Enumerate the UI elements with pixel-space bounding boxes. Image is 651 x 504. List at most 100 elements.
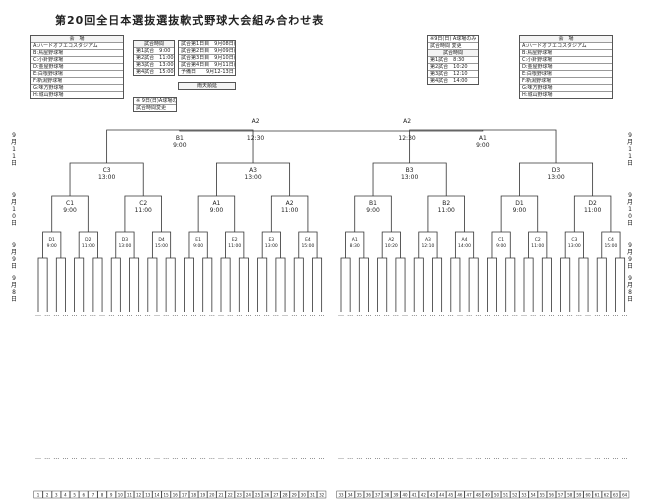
- slot-number-box: [601, 490, 611, 499]
- svg-text:…: …: [136, 311, 142, 318]
- team-name: …: [227, 311, 233, 318]
- prefecture: …: [576, 454, 582, 461]
- team-name: …: [236, 311, 242, 318]
- svg-text:…: …: [384, 454, 390, 461]
- team-name: …: [365, 311, 371, 318]
- time-change-table: ※9日(日) A球場のみ 試合時間 変更 試合時間 第1試合 8:30 第2試合…: [427, 35, 479, 85]
- match-time-item: 第2試合 11:00: [134, 54, 174, 61]
- slot-number: 15: [164, 493, 170, 498]
- team-name: …: [291, 311, 297, 318]
- slot-number-box: [455, 490, 465, 499]
- team-name: …: [117, 311, 123, 318]
- venue-item: A:ハードオフエコスタジアム: [31, 42, 123, 49]
- team-name: …: [375, 311, 381, 318]
- match-code-label: B2: [442, 200, 450, 207]
- slot-number: 2: [46, 493, 49, 498]
- day-label-left: 9月10日: [11, 192, 17, 227]
- slot-number-box: [124, 490, 135, 499]
- slot-number: 14: [154, 493, 160, 498]
- match-code-label: B1: [369, 200, 377, 207]
- match-time-label: 9:00: [63, 207, 77, 214]
- venue-item: H:城山野球場: [520, 91, 612, 98]
- slot-number-box: [189, 490, 199, 499]
- svg-text:…: …: [145, 311, 151, 318]
- slot-number: 62: [604, 493, 610, 498]
- prefecture: …: [613, 454, 619, 461]
- prefecture: …: [127, 454, 133, 461]
- svg-text:8: 8: [628, 289, 632, 296]
- slot-number-box: [134, 490, 144, 499]
- svg-text:…: …: [218, 454, 224, 461]
- slot-number: 57: [558, 493, 564, 498]
- slot-number-box: [97, 490, 107, 499]
- schedule-item: 試合第2日目 9月09日(日): [179, 47, 235, 54]
- slot-number: 50: [494, 493, 500, 498]
- team-name: …: [282, 311, 288, 318]
- svg-text:…: …: [521, 454, 527, 461]
- team-name: …: [209, 311, 215, 318]
- team-name: …: [521, 311, 527, 318]
- match-code-label: A2: [252, 118, 260, 125]
- svg-text:…: …: [484, 454, 490, 461]
- slot-number: 17: [182, 493, 188, 498]
- svg-text:…: …: [172, 454, 178, 461]
- prefecture: …: [539, 454, 545, 461]
- slot-number-box: [207, 490, 217, 499]
- slot-number-box: [262, 490, 272, 499]
- svg-text:9: 9: [12, 192, 16, 199]
- venue-item: F:新潟野球場: [520, 77, 612, 84]
- slot-number: 10: [118, 493, 124, 498]
- team-name: …: [539, 311, 545, 318]
- bracket-r1-line: [165, 257, 176, 288]
- prefecture: …: [622, 454, 628, 461]
- team-name: …: [393, 311, 399, 318]
- slot-number-box: [307, 490, 318, 499]
- svg-text:…: …: [503, 454, 509, 461]
- svg-text:0: 0: [12, 213, 16, 220]
- prefecture: …: [338, 454, 344, 461]
- match-code-label: D3: [122, 237, 128, 243]
- svg-text:…: …: [227, 454, 233, 461]
- team-name: …: [44, 311, 50, 318]
- team-name: …: [319, 311, 325, 318]
- change-item: 第1試合 8:30: [428, 56, 478, 63]
- match-code-label: A1: [212, 200, 220, 207]
- slot-number: 53: [521, 493, 527, 498]
- svg-text:…: …: [494, 311, 500, 318]
- venue-item: D:金屋野球場: [520, 63, 612, 70]
- svg-text:…: …: [209, 311, 215, 318]
- team-name: …: [273, 311, 279, 318]
- team-name: …: [255, 311, 261, 318]
- slot-number-box: [70, 490, 80, 499]
- slot-number: 45: [448, 493, 454, 498]
- team-name: …: [145, 311, 151, 318]
- page-title: 第20回全日本選抜選抜軟式野球大会組み合わせ表: [55, 14, 325, 27]
- match-code-label: C2: [535, 237, 541, 243]
- match-code-label: C2: [139, 200, 147, 207]
- slot-number: 16: [173, 493, 179, 498]
- prefecture: …: [448, 454, 454, 461]
- team-name: …: [594, 311, 600, 318]
- svg-text:…: …: [209, 454, 215, 461]
- slot-number: 60: [586, 493, 592, 498]
- match-time-item: 第3試合 13:00: [134, 61, 174, 68]
- svg-text:…: …: [53, 311, 59, 318]
- svg-text:…: …: [457, 311, 463, 318]
- slot-number-box: [79, 490, 89, 499]
- bracket-r1-line: [129, 257, 140, 288]
- svg-text:…: …: [430, 311, 436, 318]
- team-name: …: [494, 311, 500, 318]
- prefecture: …: [90, 454, 96, 461]
- svg-text:…: …: [475, 454, 481, 461]
- svg-text:…: …: [255, 311, 261, 318]
- bracket-r1-line: [55, 257, 66, 288]
- slot-number-box: [391, 490, 401, 499]
- bracket-r1-line: [615, 257, 626, 288]
- match-time-label: 9:00: [210, 207, 224, 214]
- match-time-label: 12:30: [247, 135, 264, 142]
- svg-text:…: …: [402, 454, 408, 461]
- team-name: …: [576, 311, 582, 318]
- svg-text:…: …: [430, 454, 436, 461]
- match-code-label: C1: [66, 200, 74, 207]
